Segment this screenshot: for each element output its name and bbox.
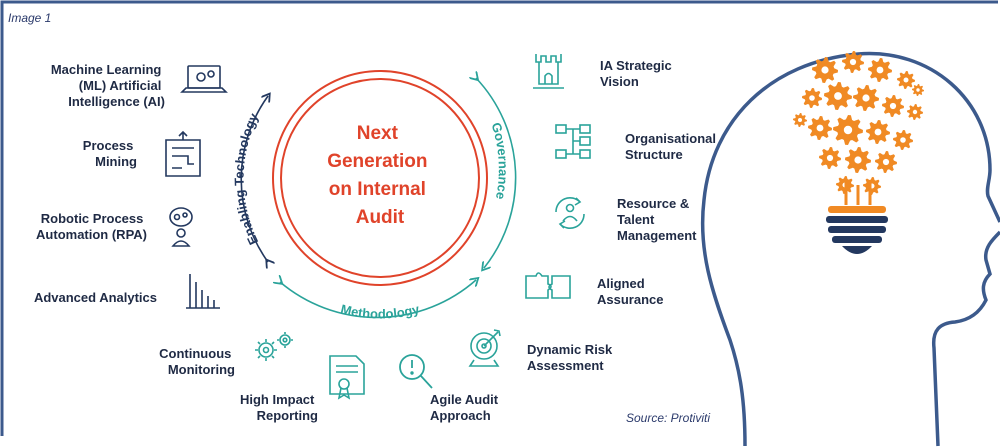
target-arrow-icon (468, 329, 501, 367)
laptop-gears-icon (180, 65, 228, 93)
bulb-gear-hole (834, 92, 842, 100)
bar-chart-icon (186, 274, 220, 309)
bulb-gear-hole (912, 109, 918, 115)
magnifier-exclamation-icon (399, 354, 433, 389)
item-aligned-assurance-label: Aligned Assurance (597, 276, 663, 307)
robot-person-icon (169, 207, 193, 247)
item-resource-talent-label: Resource & Talent Management (617, 196, 697, 243)
bulb-gear-hole (854, 156, 862, 164)
item-organisational-structure-label: Organisational Structure (625, 131, 720, 162)
item-agile-audit-label: Agile Audit Approach (430, 392, 502, 423)
methodology-arc-label: Methodology (339, 301, 421, 321)
enabling-arc (240, 96, 268, 262)
bulb-gear-hole (900, 137, 906, 143)
puzzle-icon (525, 272, 571, 299)
caption-top: Image 1 (8, 11, 51, 25)
center-title: Next Generation on Internal Audit (327, 123, 433, 228)
item-ia-strategic-vision-label: IA Strategic Vision (600, 58, 675, 89)
castle-tower-icon (533, 54, 564, 89)
item-advanced-analytics-label: Advanced Analytics (34, 290, 157, 305)
governance-arc-label: Governance (489, 121, 511, 201)
item-dynamic-risk-label: Dynamic Risk Assessment (527, 342, 616, 373)
frame-border (0, 0, 998, 436)
item-ml-ai-label: Machine Learning (ML) Artificial Intelli… (51, 62, 165, 109)
bulb-gear-hole (809, 95, 815, 101)
governance-arc (476, 78, 517, 268)
outer-ring (272, 70, 488, 286)
bulb-gear-hole (916, 88, 920, 92)
bulb-gear-hole (849, 58, 857, 66)
flow-maze-icon (165, 130, 201, 177)
item-continuous-monitoring-label: Continuous Monitoring (159, 346, 235, 377)
bulb-gear-hole (862, 94, 870, 102)
bulb-gear-hole (889, 102, 897, 110)
org-chart-icon (555, 124, 591, 159)
bulb-gear-hole (816, 124, 824, 132)
person-cycle-icon (555, 197, 585, 229)
bulb-gear-hole (821, 66, 829, 74)
enabling-arc-label: Enabling Technology (232, 110, 262, 247)
methodology-arc (280, 280, 476, 319)
bulb-gear-hole (882, 158, 890, 166)
bulb-gear-hole (903, 77, 909, 83)
bulb-gear-hole (798, 118, 802, 122)
inner-ring (280, 78, 480, 278)
bulb-gear-hole (826, 154, 834, 162)
item-high-impact-reporting-label: High Impact Reporting (240, 392, 318, 423)
caption-source: Source: Protiviti (626, 411, 710, 425)
head-silhouette (700, 51, 1000, 447)
bulb-gear-hole (874, 128, 882, 136)
bulb-gear-hole (876, 66, 884, 74)
item-rpa-label: Robotic Process Automation (RPA) (36, 211, 147, 242)
bulb-gears-icon (793, 51, 924, 254)
certificate-icon (329, 355, 365, 400)
bulb-gear-hole (843, 125, 853, 135)
gears-icon (255, 332, 293, 361)
item-process-mining-label: Process Mining (83, 138, 137, 169)
